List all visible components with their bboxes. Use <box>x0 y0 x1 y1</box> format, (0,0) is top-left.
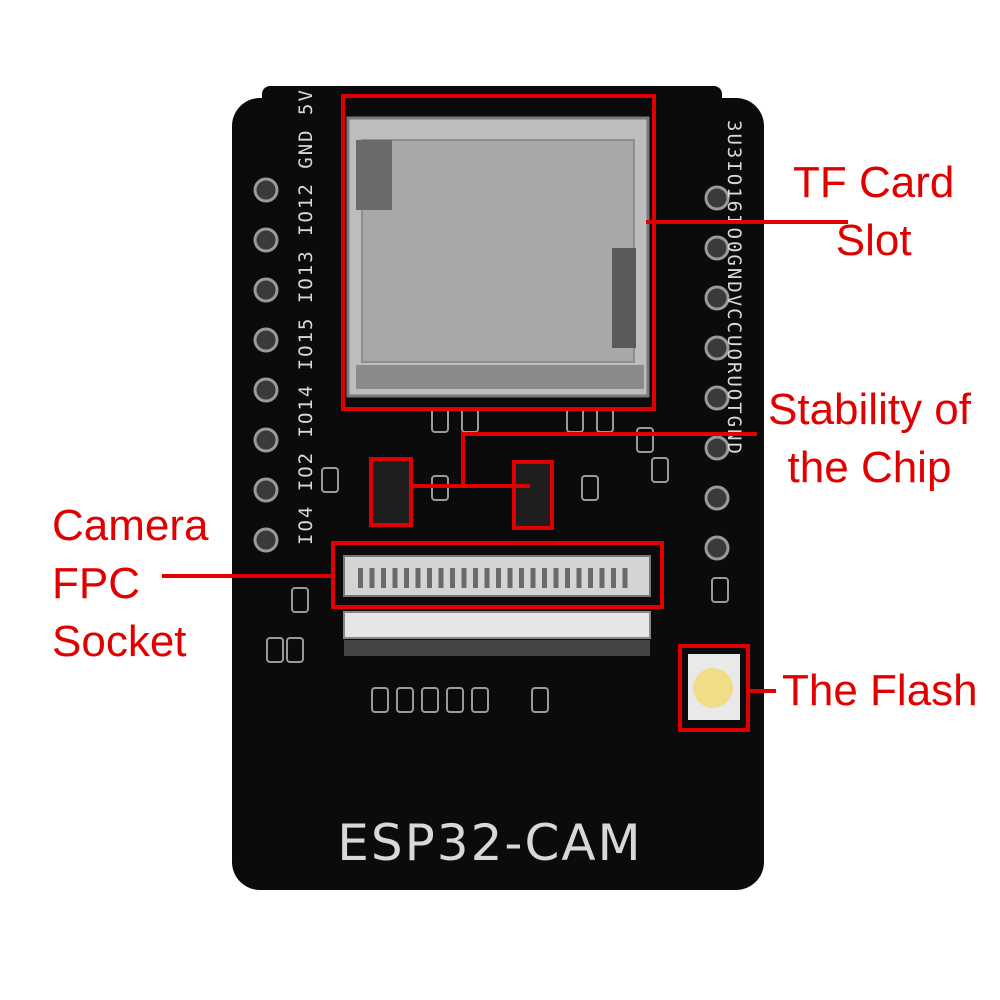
left-header-pin <box>253 527 279 553</box>
right-header-pin <box>704 535 730 561</box>
left-header-pin <box>253 227 279 253</box>
smd-pad <box>396 687 414 713</box>
smd-pad <box>651 457 669 483</box>
tf-card-highlight-box <box>341 94 656 411</box>
pcb-top-notch <box>262 86 722 114</box>
fpc-pin <box>450 568 455 588</box>
smd-pad <box>291 587 309 613</box>
smd-pad <box>446 687 464 713</box>
fpc-pin <box>496 568 501 588</box>
smd-pad <box>471 687 489 713</box>
right-header-pin <box>704 185 730 211</box>
fpc-pin <box>427 568 432 588</box>
smd-pad <box>421 687 439 713</box>
smd-pad <box>286 637 304 663</box>
fpc-pin <box>369 568 375 588</box>
flash-highlight-box <box>678 644 750 732</box>
left-header-pin <box>253 377 279 403</box>
tf-card-callout-line-2: Slot <box>835 216 912 265</box>
fpc-pin <box>530 568 536 588</box>
left-header-pin <box>253 477 279 503</box>
right-header-pin <box>704 435 730 461</box>
fpc-pin <box>404 568 409 588</box>
camera-callout-line-3: Socket <box>52 617 187 666</box>
fpc-pin <box>622 568 628 588</box>
smd-pad <box>636 427 654 453</box>
smd-pad <box>266 637 284 663</box>
tf-card-callout-line-1: TF Card <box>793 158 955 207</box>
tf-card-slot <box>346 116 650 398</box>
fpc-pin <box>438 568 444 588</box>
smd-pad <box>531 687 549 713</box>
flash-callout-line-1: The Flash <box>782 666 978 715</box>
fpc-pin <box>588 568 593 588</box>
smd-pad <box>371 687 389 713</box>
left-pin-labels: IO4 IO2 IO14 IO15 IO13 IO12 GND 5V <box>295 88 317 545</box>
smd-pad <box>711 577 729 603</box>
smd-pad <box>581 475 599 501</box>
fpc-pin <box>542 568 547 588</box>
fpc-pin <box>507 568 513 588</box>
tf-card-callout: TF Card Slot <box>793 154 954 270</box>
flash-callout: The Flash <box>782 662 978 720</box>
stability-callout-line-2: the Chip <box>787 443 952 492</box>
flash-led <box>688 654 740 720</box>
fpc-pin <box>484 568 490 588</box>
fpc-pin <box>415 568 421 588</box>
stability-callout: Stability of the Chip <box>768 381 971 497</box>
right-header-pin <box>704 485 730 511</box>
fpc-pin <box>381 568 386 588</box>
right-header-pin <box>704 285 730 311</box>
board-model-label: ESP32-CAM <box>337 814 642 872</box>
left-header-pin <box>253 327 279 353</box>
voltage-regulator-chip-left <box>369 457 413 527</box>
fpc-pin <box>473 568 478 588</box>
fpc-pin <box>599 568 605 588</box>
stability-leader-line <box>461 432 757 488</box>
fpc-pin <box>358 568 363 588</box>
smd-pad <box>321 467 339 493</box>
camera-fpc-socket <box>343 555 651 656</box>
fpc-pin <box>611 568 616 588</box>
fpc-pin <box>519 568 524 588</box>
right-pin-header <box>704 185 730 561</box>
left-header-pin <box>253 427 279 453</box>
left-header-pin <box>253 277 279 303</box>
stability-callout-line-1: Stability of <box>768 385 971 434</box>
fpc-pin <box>565 568 570 588</box>
fpc-pin <box>392 568 398 588</box>
camera-callout: Camera FPC Socket <box>52 497 209 671</box>
voltage-regulator-chip-right <box>512 460 554 530</box>
right-header-pin <box>704 235 730 261</box>
right-header-pin <box>704 335 730 361</box>
fpc-pin <box>576 568 582 588</box>
fpc-pin <box>461 568 467 588</box>
right-pin-labels: 3U3IO16IO0GNDVCCUORUOTGND <box>723 120 745 456</box>
right-header-pin <box>704 385 730 411</box>
camera-callout-line-2: FPC <box>52 559 140 608</box>
left-header-pin <box>253 177 279 203</box>
left-pin-header <box>253 177 279 553</box>
camera-callout-line-1: Camera <box>52 501 209 550</box>
fpc-pin <box>553 568 559 588</box>
